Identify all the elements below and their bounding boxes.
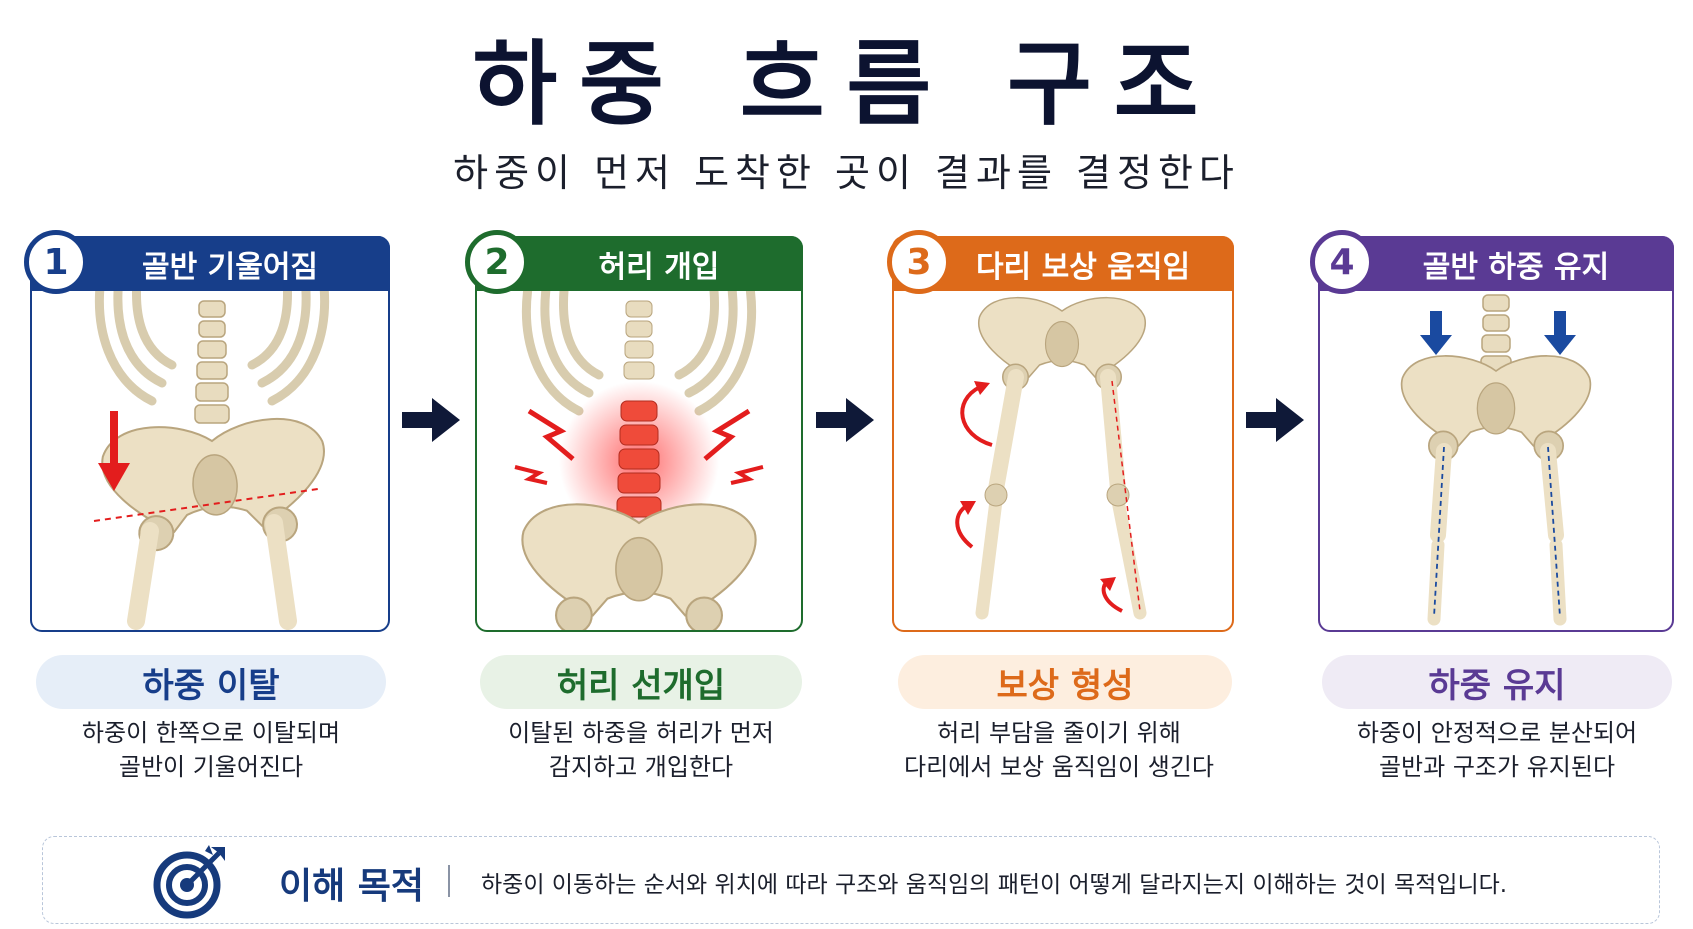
step-panel-2: 허리 개입: [475, 236, 803, 632]
goal-label: 이해 목적: [279, 866, 425, 907]
step-header-4: 골반 하중 유지: [1318, 236, 1674, 291]
goal-divider: [448, 865, 450, 897]
step-desc-1: 하중이 한쪽으로 이탈되며 골반이 기울어진다: [36, 716, 386, 784]
load-maintained-illustration: [1400, 294, 1592, 626]
flow-arrow-icon: [402, 398, 460, 442]
flow-arrow-icon: [816, 398, 874, 442]
step-desc-3-line2: 다리에서 보상 움직임이 생긴다: [904, 753, 1214, 781]
step-desc-3: 허리 부담을 줄이기 위해 다리에서 보상 움직임이 생긴다: [888, 716, 1230, 784]
step-badge-2: 2: [465, 230, 529, 294]
flow-arrow-icon: [1246, 398, 1304, 442]
step-panel-4: 골반 하중 유지: [1318, 236, 1674, 632]
step-desc-2: 이탈된 하중을 허리가 먼저 감지하고 개입한다: [470, 716, 812, 784]
step-header-3: 다리 보상 움직임: [892, 236, 1234, 291]
leg-compensation-illustration: [955, 296, 1147, 620]
step-desc-2-line1: 이탈된 하중을 허리가 먼저: [508, 719, 774, 747]
goal-banner: 이해 목적 하중이 이동하는 순서와 위치에 따라 구조와 움직임의 패턴이 어…: [42, 836, 1660, 924]
step-header-1: 골반 기울어짐: [30, 236, 390, 291]
step-desc-1-line1: 하중이 한쪽으로 이탈되며: [81, 719, 341, 747]
step-badge-1: 1: [24, 230, 88, 294]
pelvis-tilt-illustration: [93, 291, 332, 630]
step-desc-4-line2: 골반과 구조가 유지된다: [1378, 753, 1616, 781]
step-panel-3: 다리 보상 움직임: [892, 236, 1234, 632]
target-icon: [153, 845, 225, 919]
page-title: 하중 흐름 구조: [472, 31, 1221, 138]
goal-text: 하중이 이동하는 순서와 위치에 따라 구조와 움직임의 패턴이 어떻게 달라지…: [481, 872, 1508, 898]
step-desc-2-line2: 감지하고 개입한다: [548, 753, 734, 781]
page-subtitle: 하중이 먼저 도착한 곳이 결과를 결정한다: [453, 151, 1240, 195]
step-header-2: 허리 개입: [475, 236, 803, 291]
result-pill-3: 보상 형성: [898, 655, 1232, 709]
result-pill-4: 하중 유지: [1322, 655, 1672, 709]
step-desc-4-line1: 하중이 안정적으로 분산되어: [1356, 719, 1638, 747]
step-panel-1: 골반 기울어짐: [30, 236, 390, 632]
step-badge-3: 3: [887, 230, 951, 294]
result-pill-2: 허리 선개입: [480, 655, 802, 709]
step-desc-1-line2: 골반이 기울어진다: [118, 753, 304, 781]
step-desc-4: 하중이 안정적으로 분산되어 골반과 구조가 유지된다: [1322, 716, 1672, 784]
result-pill-1: 하중 이탈: [36, 655, 386, 709]
step-badge-4: 4: [1310, 230, 1374, 294]
step-desc-3-line1: 허리 부담을 줄이기 위해: [937, 719, 1181, 747]
lumbar-pain-illustration: [514, 291, 764, 630]
